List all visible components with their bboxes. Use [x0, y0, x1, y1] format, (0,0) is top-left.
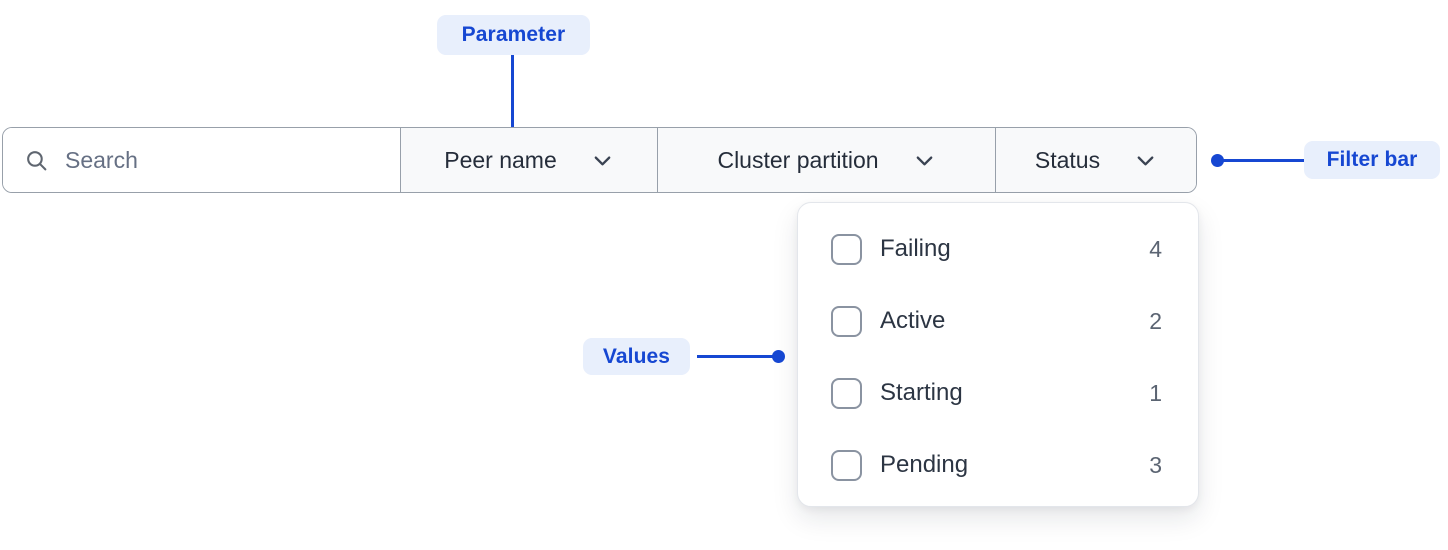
values-connector-dot [772, 350, 785, 363]
filter-dropdown-peer-name[interactable]: Peer name [400, 128, 657, 192]
parameter-annotation-label: Parameter [461, 23, 566, 46]
cluster-partition-label: Cluster partition [717, 146, 879, 173]
parameter-annotation-badge: Parameter [437, 15, 590, 55]
option-count: 1 [1149, 379, 1162, 406]
option-label: Failing [880, 235, 951, 262]
chevron-down-icon [916, 155, 932, 165]
values-annotation-label: Values [602, 344, 671, 368]
status-dropdown-panel: Failing 4 Active 2 Starting 1 Pending 3 [797, 202, 1199, 507]
option-count: 4 [1149, 235, 1162, 262]
dropdown-option-active[interactable]: Active 2 [798, 285, 1198, 357]
search-input[interactable] [65, 146, 400, 174]
chevron-down-icon [1137, 155, 1154, 165]
option-label: Pending [880, 451, 969, 478]
option-label: Starting [880, 379, 963, 406]
dropdown-option-starting[interactable]: Starting 1 [798, 357, 1198, 429]
filter-bar: Peer name Cluster partition Status [2, 127, 1197, 193]
search-icon [27, 150, 47, 170]
option-label: Active [880, 307, 946, 334]
filter-dropdown-cluster-partition[interactable]: Cluster partition [657, 128, 995, 192]
search-field[interactable] [3, 128, 400, 192]
filter-bar-annotation-badge: Filter bar [1304, 141, 1440, 179]
parameter-connector-line [511, 55, 514, 138]
checkbox-pending[interactable] [831, 449, 862, 481]
checkbox-starting[interactable] [831, 377, 862, 409]
chevron-down-icon [594, 155, 611, 165]
peer-name-label: Peer name [444, 146, 557, 173]
status-label: Status [1034, 146, 1101, 173]
dropdown-option-pending[interactable]: Pending 3 [798, 429, 1198, 501]
values-annotation-badge: Values [583, 338, 690, 375]
checkbox-failing[interactable] [831, 233, 862, 265]
filter-dropdown-status[interactable]: Status [995, 128, 1196, 192]
values-connector-line [697, 355, 773, 358]
checkbox-active[interactable] [831, 305, 862, 337]
option-count: 2 [1149, 307, 1162, 334]
dropdown-option-failing[interactable]: Failing 4 [798, 213, 1198, 285]
option-count: 3 [1149, 451, 1162, 478]
filter-bar-connector-dot [1211, 154, 1224, 167]
filter-bar-connector-line [1222, 159, 1304, 162]
filter-bar-annotation-label: Filter bar [1326, 148, 1418, 171]
